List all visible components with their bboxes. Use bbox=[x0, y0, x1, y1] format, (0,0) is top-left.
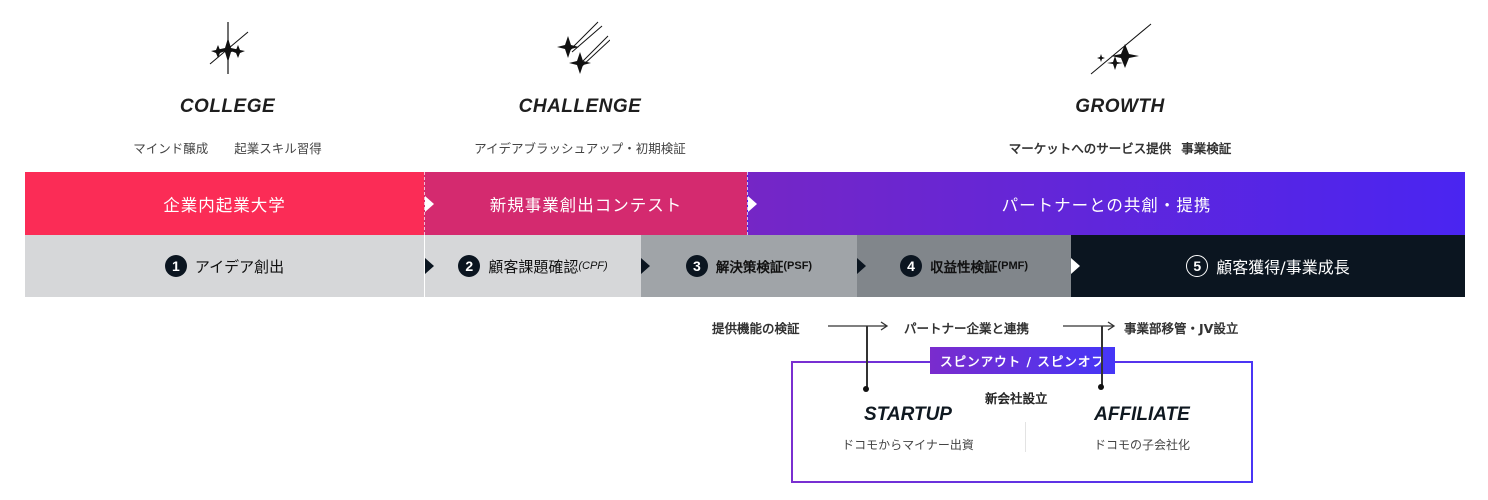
step-number-badge: 2 bbox=[458, 255, 481, 277]
connector-line bbox=[1101, 326, 1103, 386]
program-college: 企業内起業大学 bbox=[25, 172, 424, 235]
step-number-badge: 1 bbox=[164, 255, 187, 277]
flow-step-partner: パートナー企業と連携 bbox=[904, 321, 1030, 336]
step-band: 1 アイデア創出 2 顧客課題確認(CPF) 3 解決策検証(PSF) 4 収益… bbox=[25, 235, 1465, 297]
phase-title: COLLEGE bbox=[179, 96, 276, 117]
arrow-right-icon bbox=[641, 258, 650, 274]
step-suffix: (PMF) bbox=[997, 260, 1029, 272]
arrow-right-icon bbox=[425, 258, 434, 274]
divider bbox=[1025, 422, 1026, 452]
step-suffix: (PSF) bbox=[783, 260, 813, 272]
step-2: 2 顧客課題確認(CPF) bbox=[424, 235, 641, 297]
program-label: 企業内起業大学 bbox=[163, 195, 286, 215]
arrow-right-icon bbox=[1071, 258, 1080, 274]
program-contest: 新規事業創出コンテスト bbox=[424, 172, 747, 235]
step-1: 1 アイデア創出 bbox=[25, 235, 424, 297]
entity-name: STARTUP bbox=[864, 404, 952, 425]
step-3: 3 解決策検証(PSF) bbox=[641, 235, 857, 297]
spinout-subtitle: 新会社設立 bbox=[985, 391, 1048, 406]
program-partner: パートナーとの共創・提携 bbox=[747, 172, 1465, 235]
step-label: 解決策検証 bbox=[715, 260, 784, 276]
phase-challenge: CHALLENGE アイデアブラッシュアップ・初期検証 bbox=[455, 20, 705, 157]
step-number-badge: 5 bbox=[1186, 255, 1209, 277]
phase-college: COLLEGE マインド醸成起業スキル習得 bbox=[115, 20, 340, 157]
program-band: 企業内起業大学 新規事業創出コンテスト パートナーとの共創・提携 bbox=[25, 172, 1465, 235]
entity-name: AFFILIATE bbox=[1094, 404, 1190, 425]
step-number-badge: 4 bbox=[899, 255, 922, 277]
spinout-box bbox=[791, 361, 1253, 483]
program-label: 新規事業創出コンテスト bbox=[489, 195, 683, 215]
phase-description: マインド醸成起業スキル習得 bbox=[133, 141, 322, 156]
step-number-badge: 3 bbox=[685, 255, 708, 277]
step-5: 5 顧客獲得/事業成長 bbox=[1071, 235, 1465, 297]
entity-description: ドコモからマイナー出資 bbox=[842, 438, 974, 452]
entity-startup: STARTUP ドコモからマイナー出資 bbox=[808, 404, 1008, 453]
phase-growth: GROWTH マーケットへのサービス提供事業検証 bbox=[975, 20, 1265, 157]
shooting-stars-icon bbox=[557, 21, 610, 74]
phase-title: GROWTH bbox=[1075, 96, 1165, 117]
flow-step-verify: 提供機能の検証 bbox=[712, 321, 800, 336]
rising-star-icon bbox=[1090, 23, 1152, 75]
arrow-right-icon bbox=[1063, 321, 1116, 331]
connector-line bbox=[866, 326, 868, 388]
entity-description: ドコモの子会社化 bbox=[1093, 438, 1190, 452]
step-suffix: (CPF) bbox=[578, 260, 608, 272]
connector-dot bbox=[863, 386, 869, 392]
step-label: アイデア創出 bbox=[194, 257, 285, 276]
flow-step-transfer: 事業部移管・JV設立 bbox=[1124, 321, 1239, 336]
spinout-badge: スピンアウト / スピンオフ bbox=[930, 347, 1115, 374]
step-label: 顧客課題確認 bbox=[488, 257, 579, 276]
step-label: 顧客獲得/事業成長 bbox=[1216, 258, 1350, 277]
step-4: 4 収益性検証(PMF) bbox=[857, 235, 1071, 297]
phase-description: マーケットへのサービス提供事業検証 bbox=[1008, 141, 1232, 156]
entity-affiliate: AFFILIATE ドコモの子会社化 bbox=[1042, 404, 1242, 453]
sparkle-cluster-icon bbox=[209, 22, 248, 74]
connector-dot bbox=[1098, 384, 1104, 390]
step-label: 収益性検証 bbox=[929, 260, 998, 276]
arrow-right-icon bbox=[857, 258, 866, 274]
phase-title: CHALLENGE bbox=[518, 96, 642, 117]
arrow-right-icon bbox=[425, 195, 434, 212]
phase-description: アイデアブラッシュアップ・初期検証 bbox=[474, 141, 686, 156]
arrow-right-icon bbox=[828, 321, 889, 331]
arrow-right-icon bbox=[748, 195, 757, 212]
program-label: パートナーとの共創・提携 bbox=[1001, 195, 1212, 215]
